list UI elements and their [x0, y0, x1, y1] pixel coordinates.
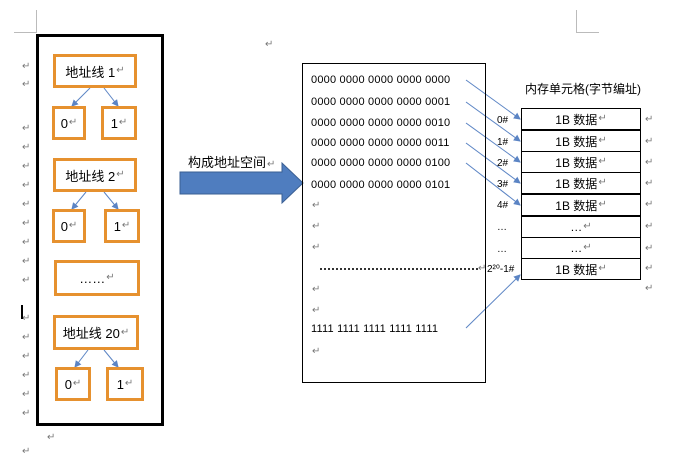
- address-line-1-box: 地址线 1↵: [53, 54, 137, 88]
- address-line-2-bit1-box: 1↵: [104, 209, 140, 243]
- address-4: 0000 0000 0000 0000 0100: [311, 157, 451, 169]
- page-corner-mark-left: [14, 10, 37, 33]
- address-ellipsis-dots: [320, 268, 478, 270]
- cell-index-2: 2#: [497, 158, 509, 169]
- address-line-1-bit0-box: 0↵: [52, 106, 86, 140]
- memory-cell-0: 1B 数据↵: [521, 108, 641, 130]
- memory-cell-4: 1B 数据↵: [521, 194, 641, 216]
- address-1: 0000 0000 0000 0000 0001: [311, 96, 451, 108]
- memory-cell-2: 1B 数据↵: [521, 151, 641, 173]
- address-line-20-bit1-box: 1↵: [106, 367, 144, 401]
- address-lines-panel: [36, 34, 164, 426]
- cell-index-1: 1#: [497, 137, 509, 148]
- address-line-1-bit1-box: 1↵: [101, 106, 137, 140]
- address-space-box: [302, 63, 486, 383]
- address-line-20-label: 地址线 20: [62, 326, 120, 341]
- memory-cell-3: 1B 数据↵: [521, 172, 641, 194]
- address-line-2-label: 地址线 2: [65, 168, 116, 184]
- address-5: 0000 0000 0000 0000 0101: [311, 179, 451, 191]
- page-corner-mark-right: [576, 10, 599, 33]
- address-line-20-bit0: 0: [64, 376, 72, 392]
- ellipsis-box: ……↵: [54, 260, 140, 296]
- address-line-20-bit0-box: 0↵: [55, 367, 91, 401]
- address-line-20-box: 地址线 20↵: [53, 315, 139, 350]
- memory-cell-1: 1B 数据↵: [521, 130, 641, 152]
- address-line-1-bit1: 1: [110, 115, 118, 131]
- mapping-connectors: [465, 79, 521, 329]
- address-line-2-bit0-box: 0↵: [52, 209, 86, 243]
- cell-index-0: 0#: [497, 115, 509, 126]
- memory-cell-7: 1B 数据↵: [521, 258, 641, 280]
- address-line-1-bit0: 0: [60, 115, 68, 131]
- cell-index-3: 3#: [497, 179, 509, 190]
- cell-index-5: …: [497, 222, 507, 233]
- address-3: 0000 0000 0000 0000 0011: [311, 137, 450, 149]
- text-cursor: [21, 305, 23, 319]
- memory-cell-5: …↵: [521, 216, 641, 238]
- arrow-label: 构成地址空间↵: [188, 155, 276, 170]
- address-space-arrow: [179, 161, 304, 205]
- address-2: 0000 0000 0000 0000 0010: [311, 117, 451, 129]
- memory-cell-6: …↵: [521, 237, 641, 259]
- address-0: 0000 0000 0000 0000 0000: [311, 74, 451, 86]
- branch-connectors: [71, 87, 119, 368]
- address-last: 1111 1111 1111 1111 1111: [311, 323, 439, 335]
- cell-index-6: …: [497, 244, 507, 255]
- address-line-1-label: 地址线 1: [65, 64, 116, 80]
- address-line-2-box: 地址线 2↵: [53, 158, 137, 192]
- cell-index-7: 2²⁰-1#: [487, 264, 515, 275]
- cell-index-4: 4#: [497, 200, 509, 211]
- address-line-20-bit1: 1: [116, 376, 124, 392]
- ellipsis-label: ……: [79, 270, 106, 286]
- address-line-2-bit0: 0: [60, 218, 68, 234]
- memory-cells-title: 内存单元格(字节编址): [525, 82, 641, 96]
- address-line-2-bit1: 1: [113, 218, 121, 234]
